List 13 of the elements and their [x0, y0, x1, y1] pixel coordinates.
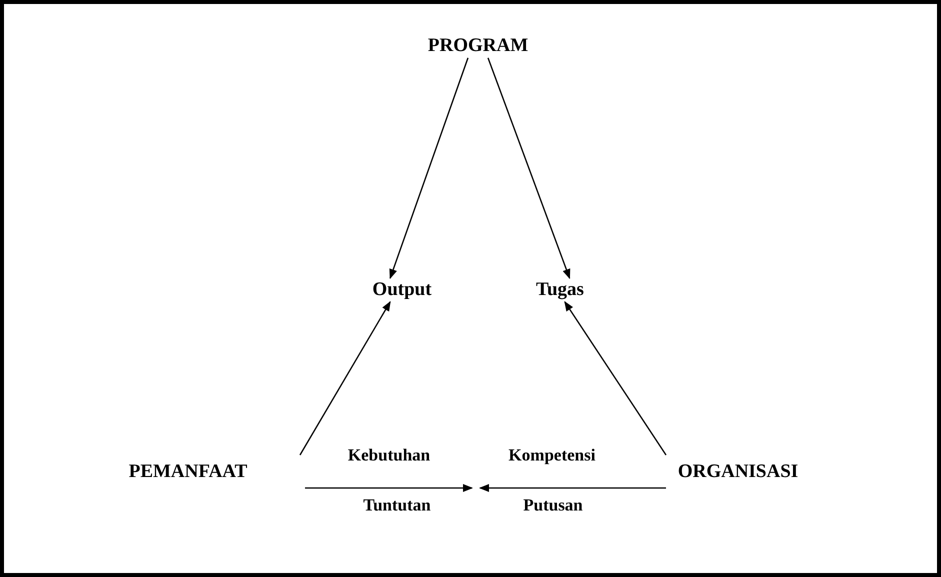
node-label: ORGANISASI	[678, 460, 798, 484]
node-label: Tugas	[536, 278, 584, 302]
arrow	[389, 58, 469, 280]
note-label: Tuntutan	[363, 494, 431, 516]
node-label: PROGRAM	[428, 34, 528, 58]
arrow	[479, 484, 666, 492]
node-label: PEMANFAAT	[128, 460, 248, 484]
arrow	[299, 301, 391, 456]
arrow	[564, 301, 667, 456]
note-label: Putusan	[523, 494, 583, 516]
arrow	[487, 58, 570, 280]
node-label: Output	[372, 278, 432, 302]
arrow	[305, 484, 473, 492]
